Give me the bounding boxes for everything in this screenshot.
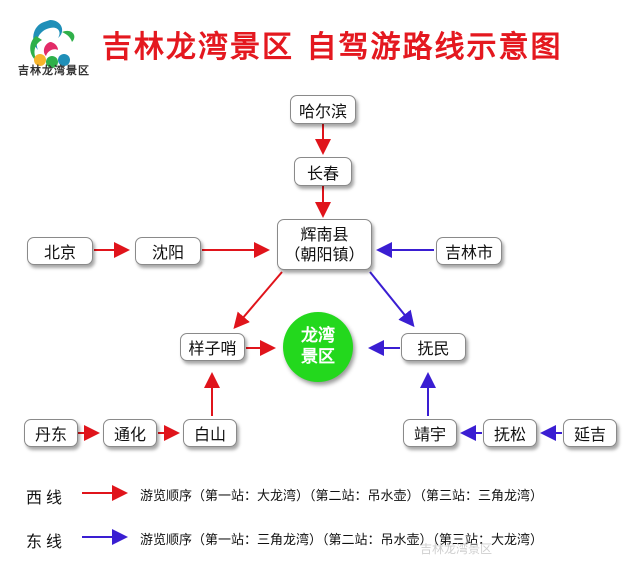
scenic-area-logo — [30, 20, 75, 68]
node-huinan: 辉南县 （朝阳镇） — [277, 219, 372, 270]
node-tonghua: 通化 — [103, 419, 157, 447]
node-shenyang: 沈阳 — [135, 237, 201, 265]
arrow-huinan-yangzishao — [233, 271, 283, 330]
node-dandong: 丹东 — [24, 419, 78, 447]
node-huinan-line2: （朝阳镇） — [284, 244, 365, 264]
node-beijing: 北京 — [27, 237, 93, 265]
legend-east-label: 东线 — [26, 532, 67, 551]
node-jingyu: 靖宇 — [403, 419, 457, 447]
node-huinan-line1: 辉南县 — [300, 224, 349, 244]
arrow-huinan-fumin — [369, 271, 415, 328]
destination-line2: 景区 — [301, 347, 335, 367]
page-title: 吉林龙湾景区 自驾游路线示意图 — [102, 30, 563, 65]
node-harbin: 哈尔滨 — [290, 95, 356, 124]
node-yangzishao: 样子哨 — [180, 333, 245, 361]
node-fumin: 抚民 — [401, 333, 466, 361]
node-yanji: 延吉 — [563, 419, 617, 447]
destination-longwan: 龙湾 景区 — [283, 312, 353, 382]
logo-text: 吉林龙湾景区 — [18, 64, 90, 77]
legend-west-text: 游览顺序（第一站：大龙湾）（第二站：吊水壶）（第三站：三角龙湾） — [140, 489, 544, 504]
node-baishan: 白山 — [183, 419, 237, 447]
node-fusong: 抚松 — [483, 419, 537, 447]
node-changchun: 长春 — [294, 157, 352, 186]
legend-east-text: 游览顺序（第一站：三角龙湾）（第二站：吊水壶）（第三站：大龙湾） — [140, 533, 544, 548]
node-jilin: 吉林市 — [436, 237, 502, 265]
destination-line1: 龙湾 — [301, 326, 335, 346]
watermark: 吉林龙湾景区 — [420, 542, 493, 556]
legend-west-label: 西线 — [26, 488, 67, 507]
